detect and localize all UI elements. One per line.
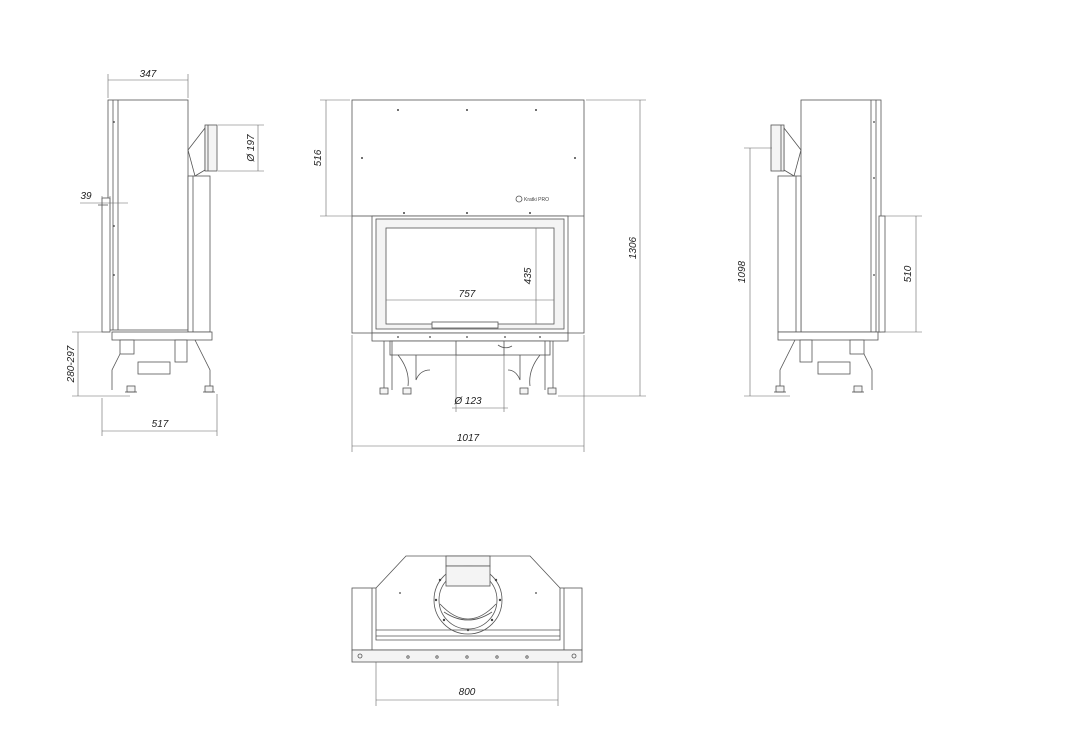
dim-opening-height-label: 510 (903, 265, 914, 282)
dim-flue-diameter-label: Ø 197 (246, 134, 257, 163)
top-view: 800 (351, 555, 583, 706)
dim-outlet-height-label: 1098 (737, 260, 748, 283)
brand-logo-text: Kratki PRO (524, 197, 549, 203)
dim-total-height-label: 1306 (628, 236, 639, 259)
dim-glass-width-label: 757 (459, 289, 476, 300)
right-side-view: 1098 510 (737, 99, 922, 397)
dim-offset-label: 39 (80, 191, 92, 202)
dim-leg-height-label: 280-297 (66, 345, 77, 383)
dim-depth-bottom-label: 517 (152, 419, 169, 430)
front-view: Kratki PRO (313, 99, 646, 452)
dim-glass-height-label: 435 (523, 267, 534, 284)
left-side-view: 347 Ø 197 39 280-297 517 (66, 69, 264, 436)
dim-air-inlet-label: Ø 123 (453, 396, 482, 407)
dim-depth-top-label: 347 (140, 69, 157, 80)
dim-top-width-label: 800 (459, 687, 476, 698)
dim-total-width-label: 1017 (457, 433, 480, 444)
dim-top-height-label: 516 (313, 149, 324, 166)
